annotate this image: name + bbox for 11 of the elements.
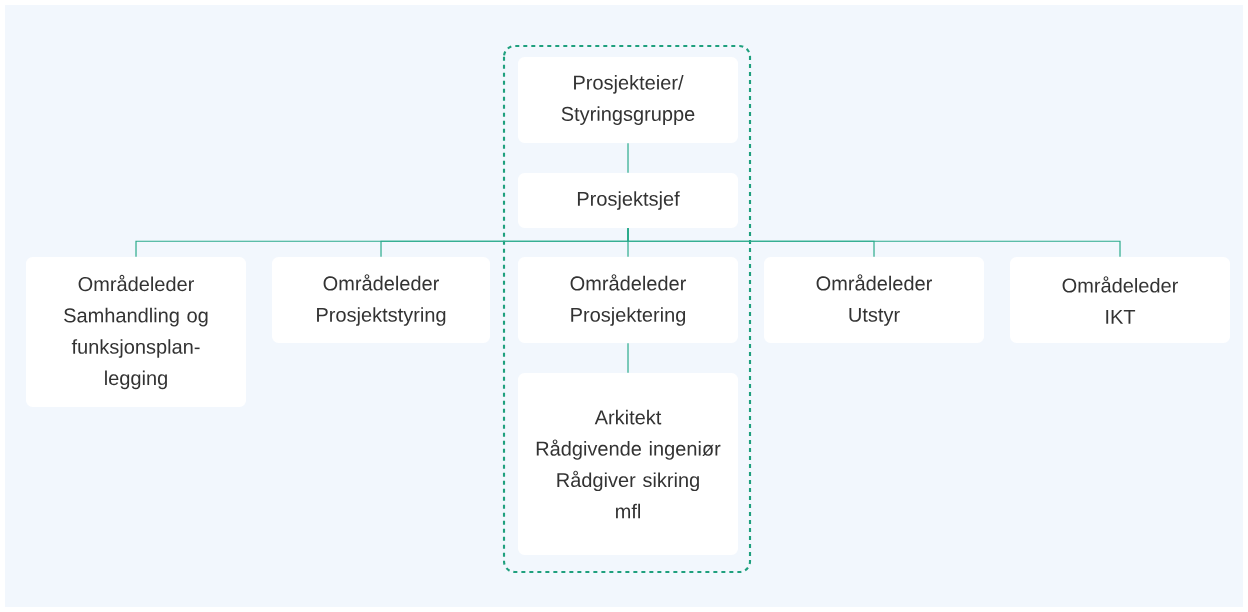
connector-line [627, 342, 629, 374]
role-box: Prosjektsjef [518, 173, 738, 228]
connector-line [627, 142, 629, 174]
role-box: Prosjekteier/ Styringsgruppe [518, 57, 738, 143]
role-box: Arkitekt Rådgivende ingeniør Rådgiver sikring mfl [518, 373, 738, 555]
role-box: Områdeleder Utstyr [764, 257, 984, 343]
connector-line [627, 227, 1121, 258]
role-box: Områdeleder Samhandling og funksjonsplan-legging [26, 257, 246, 407]
role-box: Områdeleder Prosjektering [518, 257, 738, 343]
role-box: Områdeleder Prosjektstyring [272, 257, 490, 343]
role-box: Områdeleder IKT [1010, 257, 1230, 343]
